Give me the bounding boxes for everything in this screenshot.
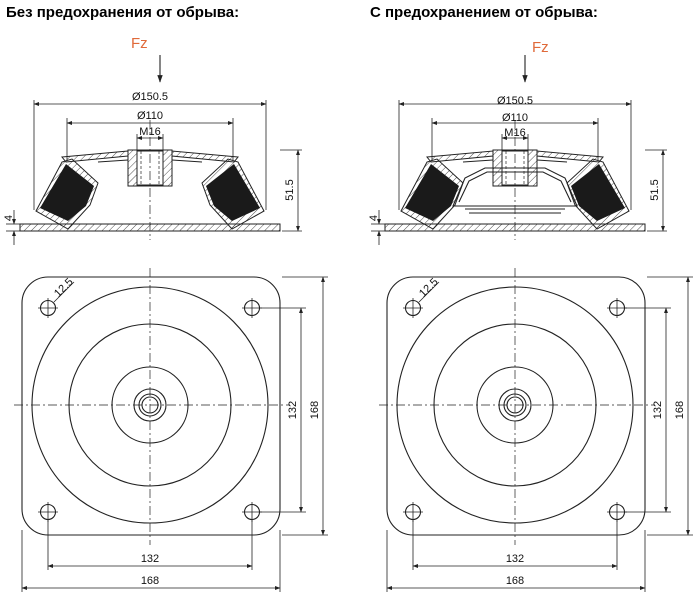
dim-hole-diameter-right: 12.5 (417, 276, 441, 300)
dim-plate-size-vertical-right: 168 (674, 401, 686, 419)
dim-plate-size-horizontal-left: 168 (141, 575, 159, 587)
dim-hole-diameter-left: 12.5 (52, 276, 76, 300)
dim-hole-spacing-horizontal-left: 132 (141, 553, 159, 565)
dim-plate-size-vertical-left: 168 (309, 401, 321, 419)
dim-inner-diameter-left: Ø110 (137, 110, 163, 122)
title-without-protection: Без предохранения от обрыва: (6, 4, 240, 21)
dim-base-thickness-right: 4 (368, 215, 380, 221)
dim-hole-spacing-vertical-left: 132 (287, 401, 299, 419)
force-label-left: Fz (131, 35, 148, 52)
dim-thread-right: M16 (504, 127, 525, 139)
dim-height-right: 51.5 (649, 179, 661, 200)
left-plan-view (14, 268, 328, 592)
dim-thread-left: M16 (139, 126, 160, 138)
dim-hole-spacing-horizontal-right: 132 (506, 553, 524, 565)
right-plan-view (379, 268, 693, 592)
dim-outer-diameter-left: Ø150.5 (132, 91, 168, 103)
title-with-protection: С предохранением от обрыва: (370, 4, 598, 21)
dim-outer-diameter-right: Ø150.5 (497, 95, 533, 107)
left-section-view (6, 55, 302, 245)
dim-plate-size-horizontal-right: 168 (506, 575, 524, 587)
dim-hole-spacing-vertical-right: 132 (652, 401, 664, 419)
right-section-view (371, 55, 667, 245)
dim-base-thickness-left: 4 (3, 215, 15, 221)
dim-height-left: 51.5 (284, 179, 296, 200)
force-label-right: Fz (532, 39, 549, 56)
dim-inner-diameter-right: Ø110 (502, 112, 528, 124)
